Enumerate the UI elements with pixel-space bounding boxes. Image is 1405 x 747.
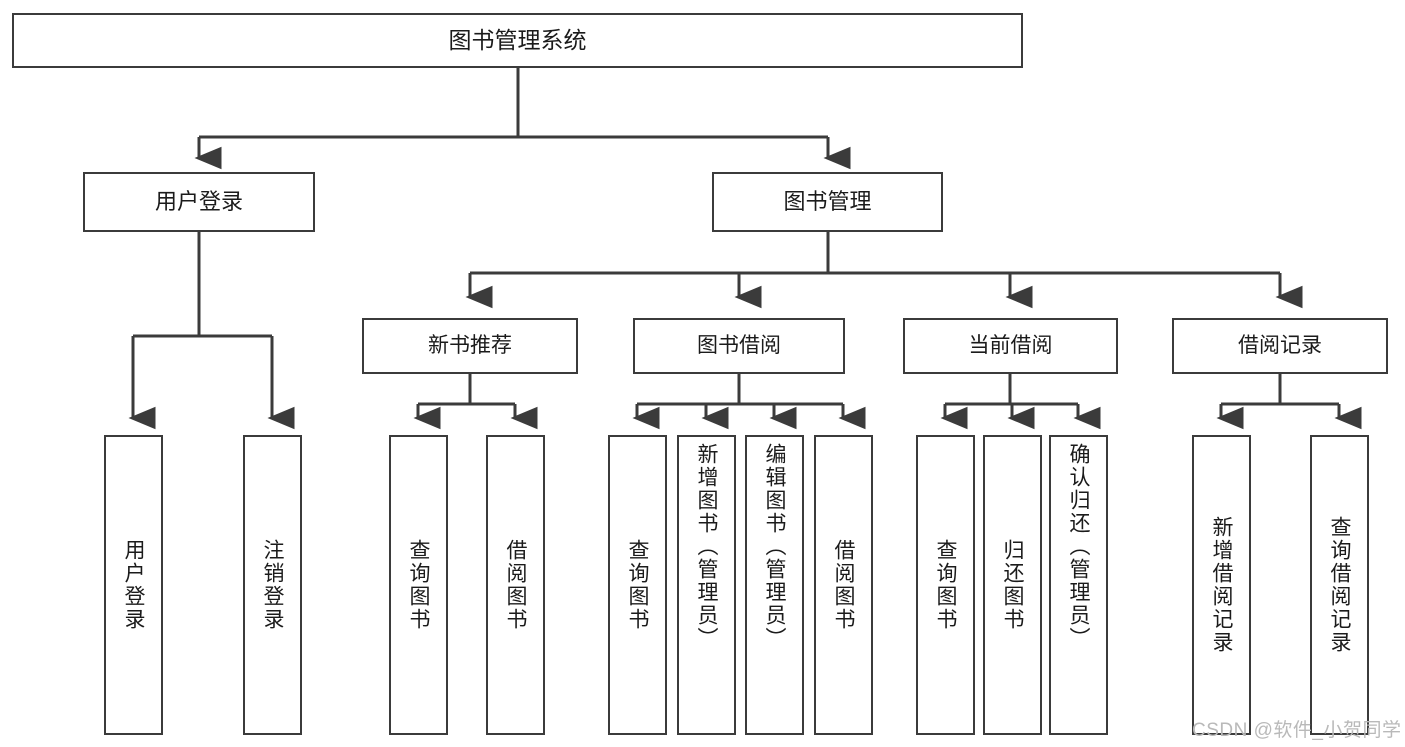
node-borrow-record[interactable]: 借阅记录 <box>1172 318 1388 374</box>
leaf-user-login[interactable]: 用户登录 <box>104 435 163 735</box>
leaf-query-book-borrow[interactable]: 查询图书 <box>608 435 667 735</box>
node-book-management[interactable]: 图书管理 <box>712 172 943 232</box>
leaf-add-book-admin[interactable]: 新增图书（管理员） <box>677 435 736 735</box>
csdn-watermark: CSDN @软件_小贺同学 <box>1192 720 1402 741</box>
leaf-logout[interactable]: 注销登录 <box>243 435 302 735</box>
leaf-query-book-current[interactable]: 查询图书 <box>916 435 975 735</box>
leaf-borrow-book-recommend[interactable]: 借阅图书 <box>486 435 545 735</box>
node-new-book-recommend[interactable]: 新书推荐 <box>362 318 578 374</box>
leaf-add-borrow-record[interactable]: 新增借阅记录 <box>1192 435 1251 735</box>
node-user-login[interactable]: 用户登录 <box>83 172 315 232</box>
leaf-query-borrow-record[interactable]: 查询借阅记录 <box>1310 435 1369 735</box>
leaf-return-book[interactable]: 归还图书 <box>983 435 1042 735</box>
node-root-system[interactable]: 图书管理系统 <box>12 13 1023 68</box>
node-book-borrow[interactable]: 图书借阅 <box>633 318 845 374</box>
leaf-confirm-return-admin[interactable]: 确认归还（管理员） <box>1049 435 1108 735</box>
node-current-borrow[interactable]: 当前借阅 <box>903 318 1118 374</box>
leaf-borrow-book-borrow[interactable]: 借阅图书 <box>814 435 873 735</box>
leaf-query-book-recommend[interactable]: 查询图书 <box>389 435 448 735</box>
leaf-edit-book-admin[interactable]: 编辑图书（管理员） <box>745 435 804 735</box>
